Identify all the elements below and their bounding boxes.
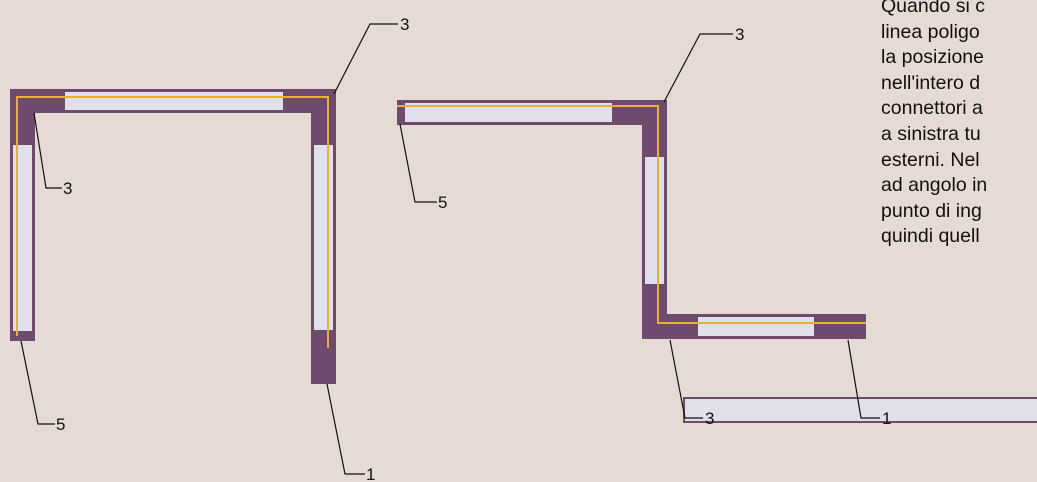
leader-mid-top xyxy=(663,33,733,103)
callout-bottom-left: 3 xyxy=(705,409,714,428)
callout-left-bottom: 5 xyxy=(56,415,65,434)
description-line: Quando si c xyxy=(881,0,986,17)
right-light-panel xyxy=(314,145,333,330)
callout-mid-left: 5 xyxy=(438,193,447,212)
z-bottom-light-panel xyxy=(698,317,814,336)
leader-lines xyxy=(20,23,880,475)
callout-mid-top: 3 xyxy=(735,25,744,44)
leader-left-right xyxy=(326,383,365,475)
leader-left-bottom xyxy=(20,340,55,425)
z-power-cable xyxy=(397,105,866,324)
leader-mid-left xyxy=(399,123,437,203)
callout-left-top: 3 xyxy=(400,15,409,34)
z-vertical-light-panel xyxy=(645,157,664,284)
power-cable xyxy=(16,96,329,348)
callout-bottom-right: 1 xyxy=(882,409,891,428)
description-line: a sinistra tu xyxy=(881,122,981,145)
leader-left-top xyxy=(333,23,398,95)
description-line: ad angolo in xyxy=(881,174,988,197)
description-line: connettori a xyxy=(881,97,983,120)
callout-left-right: 1 xyxy=(366,465,375,482)
straight-light-panel xyxy=(685,399,1037,421)
description-line: la posizione xyxy=(881,46,984,69)
description-line: quindi quell xyxy=(881,225,980,248)
leader-bottom-left xyxy=(669,339,703,419)
leader-bottom-right xyxy=(847,339,880,419)
u-shape-layout xyxy=(10,89,336,384)
z-top-light-panel xyxy=(405,103,612,122)
top-light-panel xyxy=(65,92,283,110)
description-line: esterni. Nel xyxy=(881,148,980,171)
z-shape-layout xyxy=(397,100,866,339)
description-line: linea poligo xyxy=(881,20,980,43)
callout-left-inner: 3 xyxy=(63,179,72,198)
leader-left-inner xyxy=(33,112,62,189)
description-line: punto di ing xyxy=(881,199,982,222)
description-text: Quando si c linea poligo la posizione ne… xyxy=(881,0,1037,250)
straight-profile xyxy=(683,397,1037,423)
left-light-panel xyxy=(13,145,32,331)
description-line: nell'intero d xyxy=(881,71,981,94)
